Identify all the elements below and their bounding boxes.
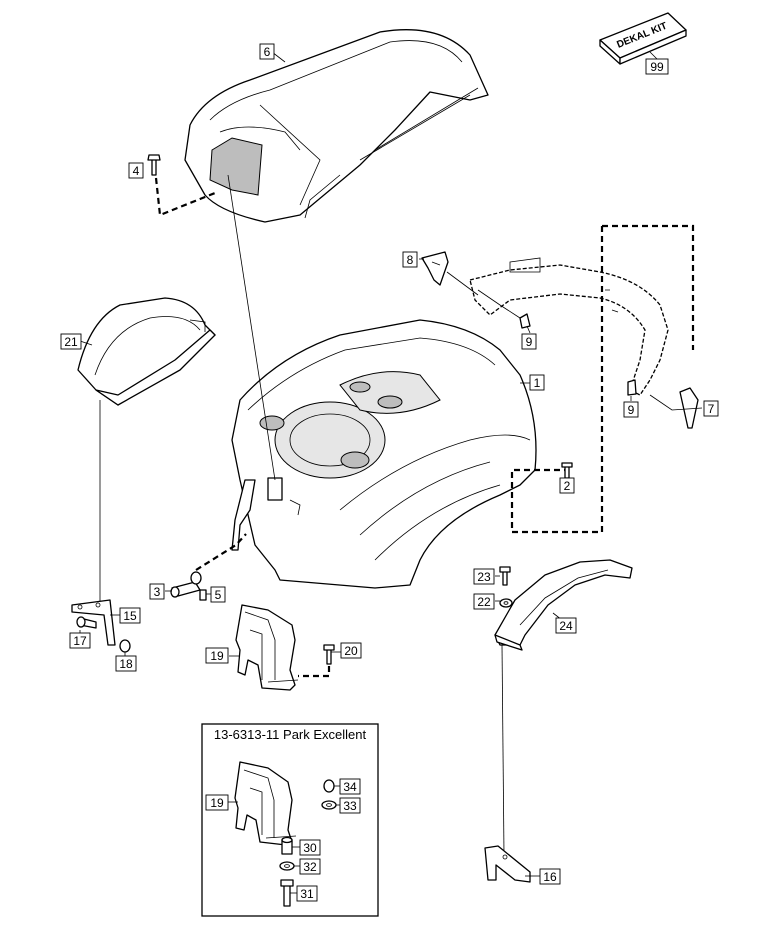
svg-text:19: 19 <box>210 796 224 810</box>
svg-text:31: 31 <box>300 887 314 901</box>
callout-2: 2 <box>559 477 575 494</box>
callout-24: 24 <box>555 617 577 634</box>
svg-text:9: 9 <box>628 403 635 417</box>
callout-19-inset: 19 <box>205 794 229 811</box>
callout-34: 34 <box>339 778 361 795</box>
bolt-31 <box>280 879 294 907</box>
svg-text:3: 3 <box>154 585 161 599</box>
screw-2 <box>561 462 573 479</box>
svg-text:7: 7 <box>708 402 715 416</box>
svg-text:24: 24 <box>559 619 573 633</box>
screw-23 <box>499 566 511 586</box>
spacer-30 <box>281 836 293 855</box>
nut-18 <box>119 639 131 653</box>
svg-text:1: 1 <box>534 376 541 390</box>
callout-31: 31 <box>296 885 318 902</box>
hood-cover <box>184 29 489 223</box>
clip-5 <box>199 589 207 601</box>
svg-text:17: 17 <box>73 634 87 648</box>
svg-text:8: 8 <box>407 253 414 267</box>
screw-20 <box>323 644 335 665</box>
dashed-link-3 <box>195 533 247 571</box>
callout-18: 18 <box>115 655 137 672</box>
clip-9-lower <box>627 379 637 396</box>
callout-6: 6 <box>259 43 275 60</box>
svg-text:18: 18 <box>119 657 133 671</box>
callout-32: 32 <box>299 858 321 875</box>
callouts: 6 4 99 8 9 21 1 9 7 2 3 5 23 22 24 15 17… <box>60 43 719 902</box>
svg-text:30: 30 <box>303 841 317 855</box>
dashed-link-20 <box>298 666 331 678</box>
nut-34 <box>323 779 335 793</box>
svg-text:33: 33 <box>343 799 357 813</box>
callout-8: 8 <box>402 251 418 268</box>
svg-text:16: 16 <box>543 870 557 884</box>
inset-panel: 13-6313-11 Park Excellent <box>201 723 379 917</box>
leader-99 <box>649 51 658 60</box>
svg-text:6: 6 <box>264 45 271 59</box>
svg-text:32: 32 <box>303 860 317 874</box>
side-cover-21 <box>77 297 216 406</box>
decal-kit-box: DEKAL KIT <box>599 12 687 65</box>
svg-text:5: 5 <box>215 588 222 602</box>
callout-15: 15 <box>119 607 141 624</box>
callout-4: 4 <box>128 162 144 179</box>
svg-text:4: 4 <box>133 164 140 178</box>
rear-body-1 <box>231 319 537 589</box>
callout-9-upper: 9 <box>521 333 537 350</box>
bracket-7 <box>679 387 699 429</box>
inset-title: 13-6313-11 Park Excellent <box>214 727 367 742</box>
callout-3: 3 <box>149 583 165 600</box>
bracket-16 <box>484 845 531 883</box>
callout-30: 30 <box>299 839 321 856</box>
dashed-link-4 <box>154 177 216 217</box>
svg-text:21: 21 <box>64 335 78 349</box>
callout-19: 19 <box>205 647 229 664</box>
svg-text:2: 2 <box>564 479 571 493</box>
callout-22: 22 <box>473 593 495 610</box>
cover-19 <box>235 604 299 691</box>
cover-19-inset <box>234 761 297 846</box>
clip-9-upper <box>519 313 531 329</box>
bracket-15 <box>71 599 116 646</box>
svg-text:99: 99 <box>650 60 664 74</box>
mudflap-24 <box>494 559 633 651</box>
svg-text:15: 15 <box>123 609 137 623</box>
washer-22 <box>499 598 513 608</box>
callout-17: 17 <box>69 632 91 649</box>
bracket-8 <box>421 251 449 286</box>
callout-99: 99 <box>645 58 669 75</box>
callout-7: 7 <box>703 400 719 417</box>
callout-1: 1 <box>529 374 545 391</box>
leader-21 <box>79 340 93 346</box>
washer-33 <box>321 800 337 810</box>
svg-text:20: 20 <box>344 644 358 658</box>
callout-21: 21 <box>60 333 82 350</box>
callout-20: 20 <box>340 642 362 659</box>
dashed-link-bumper <box>510 224 695 534</box>
svg-text:34: 34 <box>343 780 357 794</box>
svg-text:22: 22 <box>477 595 491 609</box>
svg-text:9: 9 <box>526 335 533 349</box>
svg-text:19: 19 <box>210 649 224 663</box>
screw-4 <box>147 154 161 176</box>
callout-16: 16 <box>539 868 561 885</box>
callout-23: 23 <box>473 568 495 585</box>
callout-33: 33 <box>339 797 361 814</box>
callout-9-lower: 9 <box>623 401 639 418</box>
pin-3 <box>170 571 202 598</box>
rear-bumper <box>469 257 669 396</box>
callout-5: 5 <box>210 586 226 603</box>
svg-text:23: 23 <box>477 570 491 584</box>
washer-32 <box>279 861 295 871</box>
bolt-17 <box>76 616 97 629</box>
